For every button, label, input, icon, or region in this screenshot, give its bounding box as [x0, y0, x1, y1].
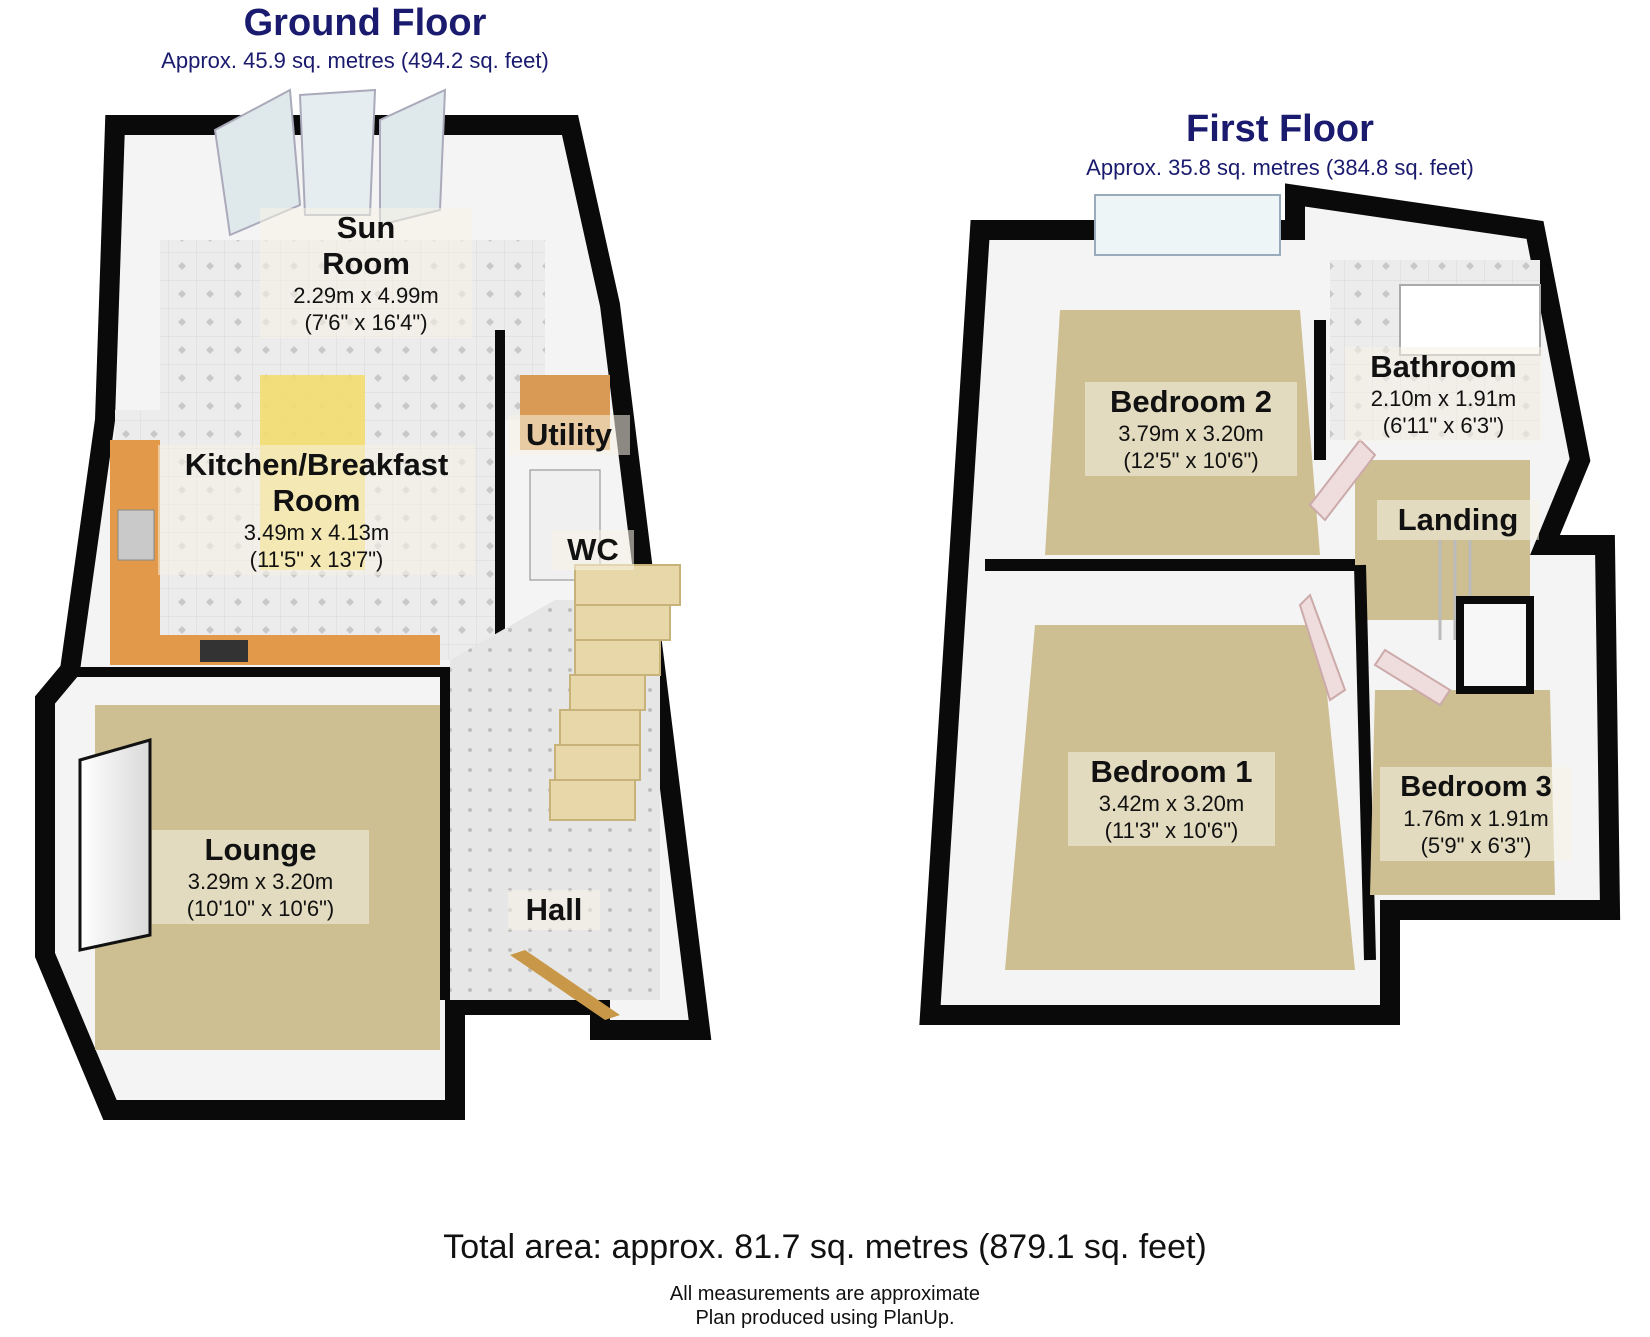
- bathroom-door: [1308, 438, 1377, 522]
- bedroom2-metric: 3.79m x 3.20m: [1118, 421, 1264, 446]
- sink: [117, 509, 155, 561]
- bedroom1-imperial: (11'3" x 10'6"): [1104, 818, 1239, 843]
- planup-credit: Plan produced using PlanUp.: [695, 1307, 955, 1329]
- utility-name: Utility: [525, 417, 613, 452]
- bedroom1-door: [1298, 593, 1347, 702]
- bath: [1399, 284, 1541, 356]
- bathroom-metric: 2.10m x 1.91m: [1370, 386, 1517, 411]
- bedroom3-label: Bedroom 3 1.76m x 1.91m (5'9" x 6'3"): [1380, 767, 1572, 861]
- bedroom2-window: [1094, 194, 1281, 256]
- bedroom3-metric: 1.76m x 1.91m: [1403, 806, 1549, 831]
- sun-room-name-1: Sun: [336, 210, 396, 245]
- first-floor-area: Approx. 35.8 sq. metres (384.8 sq. feet): [1086, 155, 1474, 180]
- kitchen-label: Kitchen/Breakfast Room 3.49m x 4.13m (11…: [158, 445, 475, 575]
- bedroom2-imperial: (12'5" x 10'6"): [1123, 448, 1259, 473]
- lounge-metric: 3.29m x 3.20m: [187, 869, 334, 894]
- ground-floor-area: Approx. 45.9 sq. metres (494.2 sq. feet): [161, 48, 549, 73]
- wc-name: WC: [567, 532, 619, 567]
- lounge-imperial: (10'10" x 10'6"): [186, 896, 335, 921]
- measurement-note: All measurements are approximate: [669, 1283, 981, 1305]
- lounge-name: Lounge: [204, 832, 317, 867]
- bathroom-imperial: (6'11" x 6'3"): [1382, 413, 1505, 438]
- bathroom-label: Bathroom 2.10m x 1.91m (6'11" x 6'3"): [1345, 347, 1542, 441]
- kitchen-name-2: Room: [272, 483, 361, 518]
- kitchen-metric: 3.49m x 4.13m: [243, 520, 390, 545]
- first-floor-plan: [919, 183, 1621, 1025]
- bedroom2-name: Bedroom 2: [1110, 384, 1272, 419]
- bedroom3-imperial: (5'9" x 6'3"): [1420, 833, 1532, 858]
- bathroom-name: Bathroom: [1370, 349, 1517, 384]
- bifold-doors: [213, 88, 447, 237]
- ground-floor-title: Ground Floor: [243, 2, 487, 44]
- bedroom2-label: Bedroom 2 3.79m x 3.20m (12'5" x 10'6"): [1085, 382, 1297, 476]
- utility-label: Utility: [508, 415, 630, 455]
- sun-room-metric: 2.29m x 4.99m: [293, 283, 439, 308]
- landing-name: Landing: [1397, 502, 1519, 537]
- wc-label: WC: [552, 530, 634, 570]
- sun-room-name-2: Room: [322, 246, 410, 281]
- cupboard: [1456, 596, 1534, 694]
- total-area: Total area: approx. 81.7 sq. metres (879…: [443, 1228, 1207, 1266]
- lounge-label: Lounge 3.29m x 3.20m (10'10" x 10'6"): [152, 830, 369, 924]
- landing-label: Landing: [1377, 500, 1539, 540]
- bedroom3-door: [1373, 648, 1452, 707]
- sun-room-label: Sun Room 2.29m x 4.99m (7'6" x 16'4"): [260, 208, 472, 338]
- lounge-chimney: [78, 738, 152, 952]
- front-door: [510, 950, 620, 1020]
- hob: [200, 640, 248, 662]
- kitchen-imperial: (11'5" x 13'7"): [249, 547, 384, 572]
- bedroom1-label: Bedroom 1 3.42m x 3.20m (11'3" x 10'6"): [1068, 752, 1275, 846]
- bedroom1-metric: 3.42m x 3.20m: [1098, 791, 1245, 816]
- bedroom1-name: Bedroom 1: [1090, 754, 1253, 789]
- hall-name: Hall: [525, 892, 583, 927]
- kitchen-name-1: Kitchen/Breakfast: [184, 447, 449, 482]
- hall-label: Hall: [508, 890, 600, 930]
- bedroom3-name: Bedroom 3: [1400, 771, 1552, 803]
- kitchen-worktop: [110, 440, 440, 665]
- first-floor-title: First Floor: [1186, 108, 1374, 150]
- sun-room-imperial: (7'6" x 16'4"): [304, 310, 428, 335]
